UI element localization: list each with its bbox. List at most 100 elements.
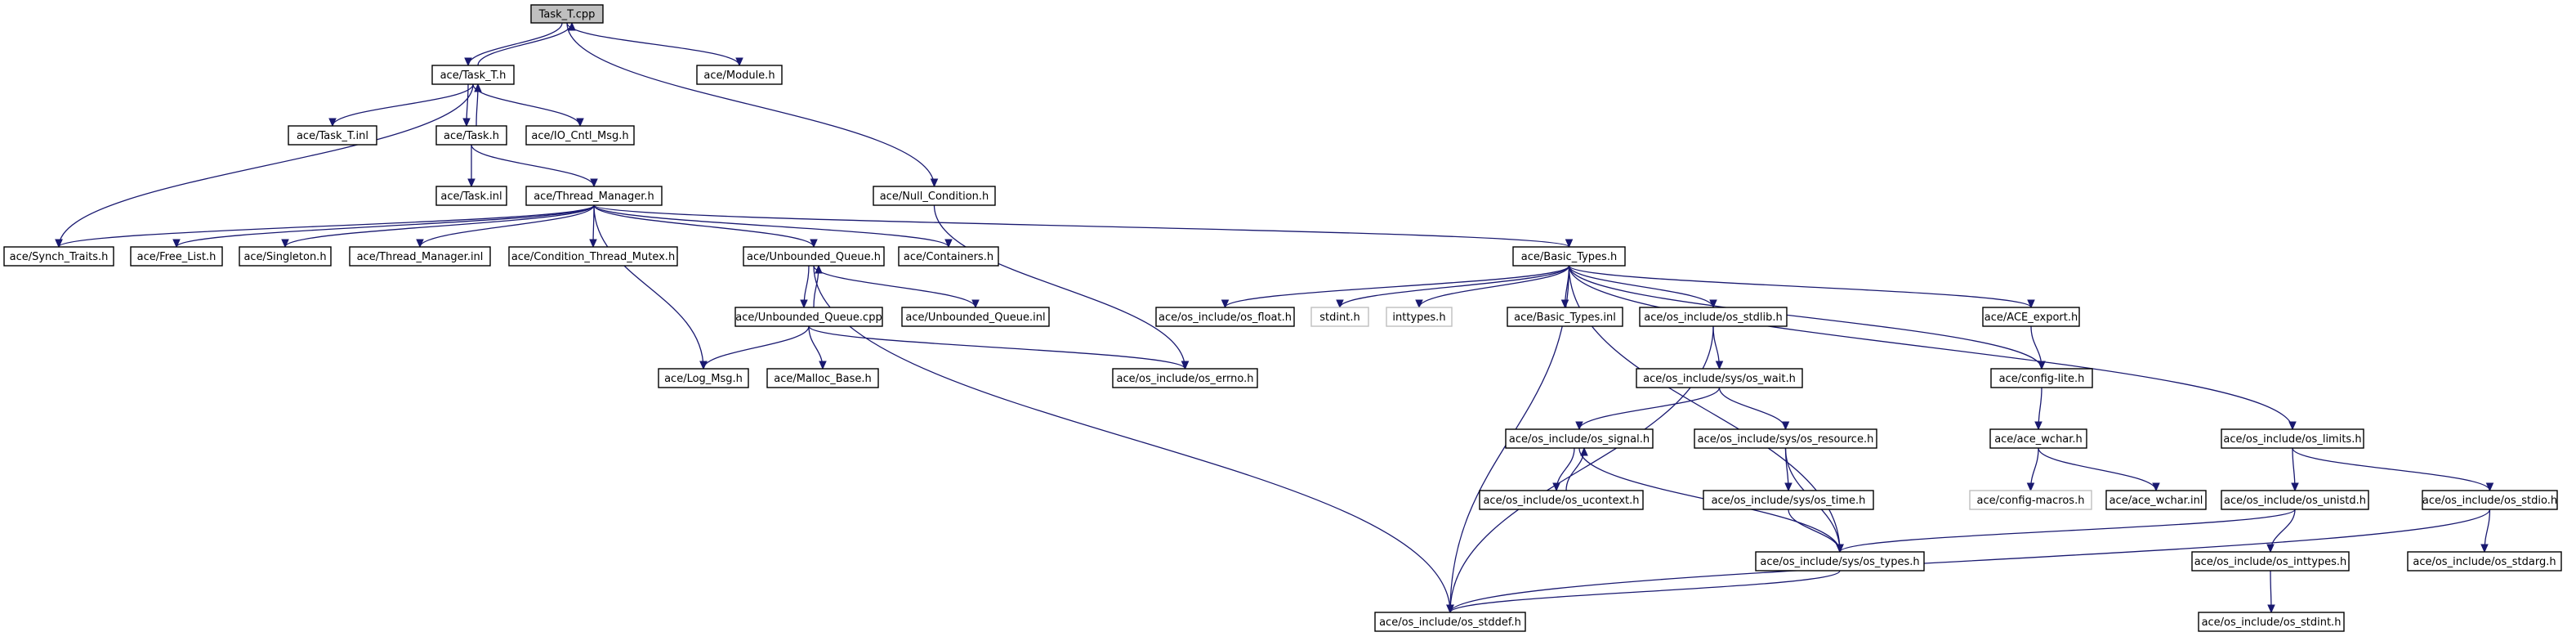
node-box [508, 246, 678, 267]
node-config-lite-h[interactable]: ace/config-lite.h [1990, 368, 2093, 388]
node-basic-types-inl[interactable]: ace/Basic_Types.inl [1507, 307, 1623, 327]
node-thread-manager-inl[interactable]: ace/Thread_Manager.inl [349, 246, 491, 267]
node-box [2198, 612, 2345, 632]
node-task-t-inl[interactable]: ace/Task_T.inl [288, 125, 377, 146]
edge-unbounded_queue_cpp-to-unbounded_queue_h [813, 264, 823, 308]
arrowhead [172, 239, 181, 249]
node-label: ace/Basic_Types.inl [1514, 312, 1616, 324]
node-label: ace/os_include/os_limits.h [2223, 433, 2361, 446]
edge-os_types_h-to-os_stddef_h [1446, 570, 1841, 614]
edge-basic_types_h-to-os_limits_h [1568, 265, 2297, 431]
node-os-stdint-h[interactable]: ace/os_include/os_stdint.h [2198, 612, 2345, 632]
node-task-inl[interactable]: ace/Task.inl [435, 186, 507, 206]
node-box [2422, 490, 2558, 510]
arrowhead [1446, 604, 1454, 614]
edge-thread_manager_h-to-thread_manager_inl [416, 204, 595, 249]
node-box [743, 246, 885, 267]
node-ace-wchar-inl[interactable]: ace/ace_wchar.inl [2105, 490, 2207, 510]
node-os-wait-h[interactable]: ace/os_include/sys/os_wait.h [1636, 368, 1803, 388]
node-box [734, 307, 883, 327]
node-unbounded-queue-cpp[interactable]: ace/Unbounded_Queue.cpp [734, 307, 883, 327]
edge-line [1568, 265, 2293, 430]
node-label: ace/Null_Condition.h [880, 191, 989, 203]
edge-task_t_h-to-task_t_inl [328, 83, 474, 128]
node-label: ace/os_include/os_unistd.h [2224, 495, 2366, 507]
node-os-limits-h[interactable]: ace/os_include/os_limits.h [2221, 428, 2364, 449]
arrowhead [815, 264, 823, 274]
node-synch-traits-h[interactable]: ace/Synch_Traits.h [3, 246, 114, 267]
edge-line [1449, 509, 2491, 613]
node-os-stdlib-h[interactable]: ace/os_include/os_stdlib.h [1639, 307, 1788, 327]
arrowhead [2266, 544, 2275, 554]
node-os-stddef-h[interactable]: ace/os_include/os_stddef.h [1374, 612, 1526, 632]
node-box [2221, 490, 2369, 510]
node-os-unistd-h[interactable]: ace/os_include/os_unistd.h [2221, 490, 2369, 510]
node-os-types-h[interactable]: ace/os_include/sys/os_types.h [1755, 551, 1925, 572]
node-label: ace/Containers.h [904, 251, 993, 263]
node-box [1989, 428, 2087, 449]
edge-os_unistd_h-to-os_inttypes_h [2266, 509, 2296, 554]
node-ace-export-h[interactable]: ace/ACE_export.h [1982, 307, 2080, 327]
node-os-resource-h[interactable]: ace/os_include/sys/os_resource.h [1694, 428, 1877, 449]
edge-line [472, 83, 581, 127]
node-box [766, 368, 879, 388]
edge-line [1568, 265, 2032, 308]
edge-ace_wchar_h-to-ace_wchar_inl [2038, 447, 2160, 492]
node-unbounded-queue-inl[interactable]: ace/Unbounded_Queue.inl [901, 307, 1050, 327]
arrowhead [1336, 299, 1344, 309]
node-box [1505, 428, 1654, 449]
node-box [658, 368, 749, 388]
node-module-h[interactable]: ace/Module.h [696, 65, 783, 85]
node-null-condition-h[interactable]: ace/Null_Condition.h [873, 186, 996, 206]
arrowhead [2038, 361, 2046, 370]
arrowhead [699, 361, 708, 370]
node-task-t-h[interactable]: ace/Task_T.h [431, 65, 515, 85]
node-singleton-h[interactable]: ace/Singleton.h [239, 246, 332, 267]
node-box [2191, 551, 2350, 572]
node-label: ace/config-macros.h [1977, 495, 2085, 507]
node-os-stdio-h[interactable]: ace/os_include/os_stdio.h [2422, 490, 2558, 510]
node-thread-manager-h[interactable]: ace/Thread_Manager.h [525, 186, 663, 206]
node-box [431, 65, 515, 85]
node-task-t-cpp[interactable]: Task_T.cpp [530, 4, 604, 24]
node-label: ace/Singleton.h [243, 251, 326, 263]
edge-os_ucontext_h-to-os_signal_h [1565, 446, 1588, 491]
arrowhead [800, 299, 808, 309]
node-unbounded-queue-h[interactable]: ace/Unbounded_Queue.h [743, 246, 885, 267]
node-io-cntl-msg-h[interactable]: ace/IO_Cntl_Msg.h [525, 125, 635, 146]
node-os-float-h[interactable]: ace/os_include/os_float.h [1155, 307, 1295, 327]
edge-task_t_cpp-to-null_condition_h [566, 22, 939, 188]
node-os-time-h[interactable]: ace/os_include/sys/os_time.h [1703, 490, 1874, 510]
node-label: ace/os_include/os_stdlib.h [1644, 312, 1782, 324]
node-box [435, 125, 507, 146]
edge-line [419, 204, 595, 248]
node-log-msg-h[interactable]: ace/Log_Msg.h [658, 368, 749, 388]
edge-os_wait_h-to-os_signal_h [1575, 387, 1721, 431]
node-box [873, 186, 996, 206]
node-os-stdarg-h[interactable]: ace/os_include/os_stdarg.h [2407, 551, 2562, 572]
edge-line [1449, 570, 1841, 613]
edge-line [593, 204, 1570, 248]
node-label: ace/Basic_Types.h [1521, 251, 1617, 263]
arrowhead [328, 118, 337, 128]
node-label: ace/os_include/sys/os_time.h [1712, 495, 1866, 507]
node-task-h[interactable]: ace/Task.h [435, 125, 507, 146]
arrowhead [735, 57, 743, 67]
node-containers-h[interactable]: ace/Containers.h [898, 246, 999, 267]
node-condition-thread-mutex-h[interactable]: ace/Condition_Thread_Mutex.h [508, 246, 678, 267]
edge-null_condition_h-to-os_errno_h [933, 204, 1190, 370]
node-os-errno-h[interactable]: ace/os_include/os_errno.h [1112, 368, 1258, 388]
node-malloc-base-h[interactable]: ace/Malloc_Base.h [766, 368, 879, 388]
node-free-list-h[interactable]: ace/Free_List.h [130, 246, 223, 267]
node-os-signal-h[interactable]: ace/os_include/os_signal.h [1505, 428, 1654, 449]
arrowhead [1181, 361, 1190, 370]
edge-line [176, 204, 595, 248]
node-ace-wchar-h[interactable]: ace/ace_wchar.h [1989, 428, 2087, 449]
node-box [435, 186, 507, 206]
node-os-ucontext-h[interactable]: ace/os_include/os_ucontext.h [1479, 490, 1644, 510]
node-os-inttypes-h[interactable]: ace/os_include/os_inttypes.h [2191, 551, 2350, 572]
edge-os_unistd_h-to-os_types_h [1836, 509, 2296, 554]
edge-unbounded_queue_h-to-unbounded_queue_cpp [800, 265, 810, 309]
node-basic-types-h[interactable]: ace/Basic_Types.h [1512, 246, 1626, 267]
node-box [2407, 551, 2562, 572]
